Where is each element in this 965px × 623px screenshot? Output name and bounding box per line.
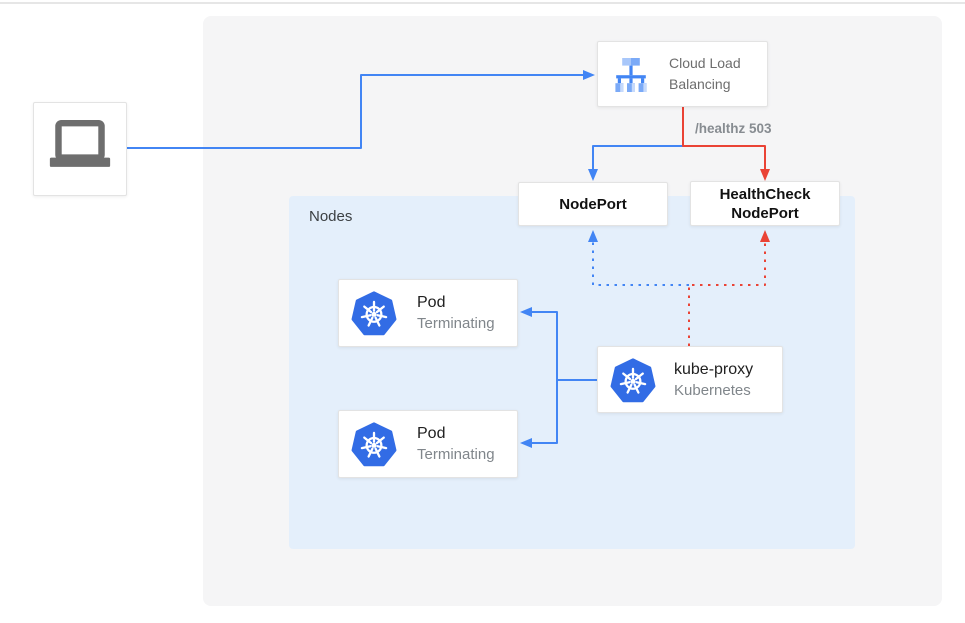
- nodeport-label: NodePort: [559, 195, 627, 213]
- cloud-load-balancing-label: Cloud Load Balancing: [669, 55, 741, 92]
- top-divider: [0, 2, 965, 4]
- pod-node-2: Pod Terminating: [338, 410, 518, 478]
- pod-title: Pod: [417, 425, 446, 442]
- pod-node-1: Pod Terminating: [338, 279, 518, 347]
- healthz-status-label: /healthz 503: [695, 121, 772, 136]
- laptop-icon: [49, 119, 111, 167]
- kube-proxy-node: kube-proxy Kubernetes: [597, 346, 783, 413]
- pod-status: Terminating: [417, 315, 495, 332]
- cloud-load-balancing-icon: [615, 58, 647, 92]
- pod-title: Pod: [417, 294, 446, 311]
- nodeport-node: NodePort: [518, 182, 668, 226]
- kubernetes-icon: [610, 357, 656, 403]
- nodes-label: Nodes: [309, 208, 353, 225]
- kube-proxy-subtitle: Kubernetes: [674, 381, 751, 399]
- kubernetes-icon: [351, 290, 397, 336]
- healthcheck-nodeport-label: HealthCheck NodePort: [719, 185, 811, 222]
- kubernetes-icon: [351, 421, 397, 467]
- cloud-load-balancing-node: Cloud Load Balancing: [597, 41, 768, 107]
- client-node: [33, 102, 127, 196]
- healthcheck-nodeport-node: HealthCheck NodePort: [690, 181, 840, 226]
- kube-proxy-title: kube-proxy: [674, 360, 754, 378]
- pod-status: Terminating: [417, 446, 495, 463]
